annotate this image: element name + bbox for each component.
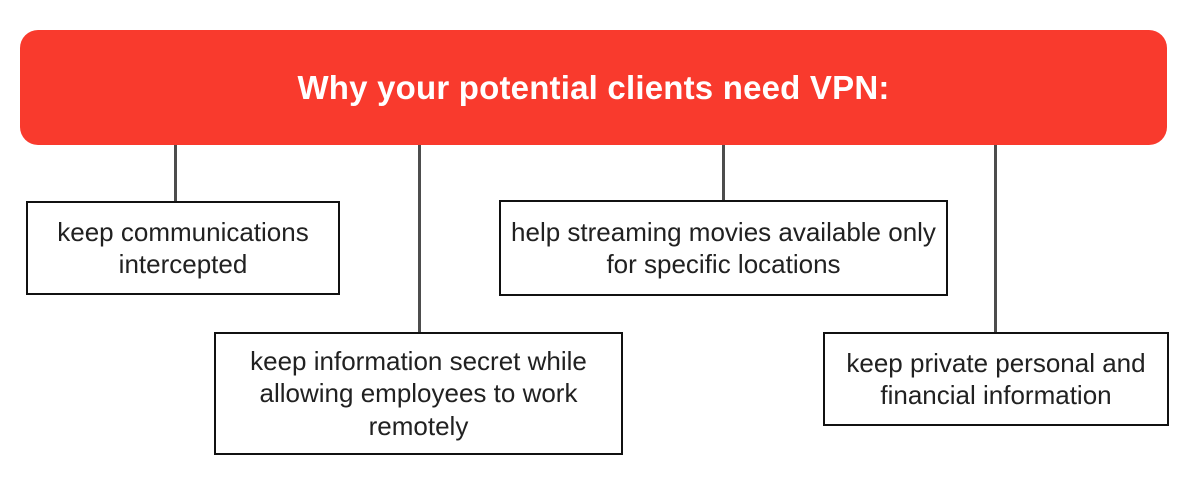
connector-line-3: [722, 145, 725, 200]
connector-line-1: [174, 145, 177, 201]
title-banner: Why your potential clients need VPN:: [20, 30, 1167, 145]
diagram-title: Why your potential clients need VPN:: [297, 68, 890, 106]
reason-label: help streaming movies available only for…: [511, 216, 936, 280]
reason-box-streaming: help streaming movies available only for…: [499, 200, 948, 296]
connector-line-2: [418, 145, 421, 332]
reason-label: keep private personal and financial info…: [846, 347, 1146, 411]
reason-box-financial: keep private personal and financial info…: [823, 332, 1169, 426]
connector-line-4: [994, 145, 997, 332]
reason-box-communications: keep communications intercepted: [26, 201, 340, 295]
reason-label: keep communications intercepted: [57, 216, 309, 280]
reason-label: keep information secret while allowing e…: [250, 345, 587, 441]
reason-box-remote-work: keep information secret while allowing e…: [214, 332, 623, 455]
